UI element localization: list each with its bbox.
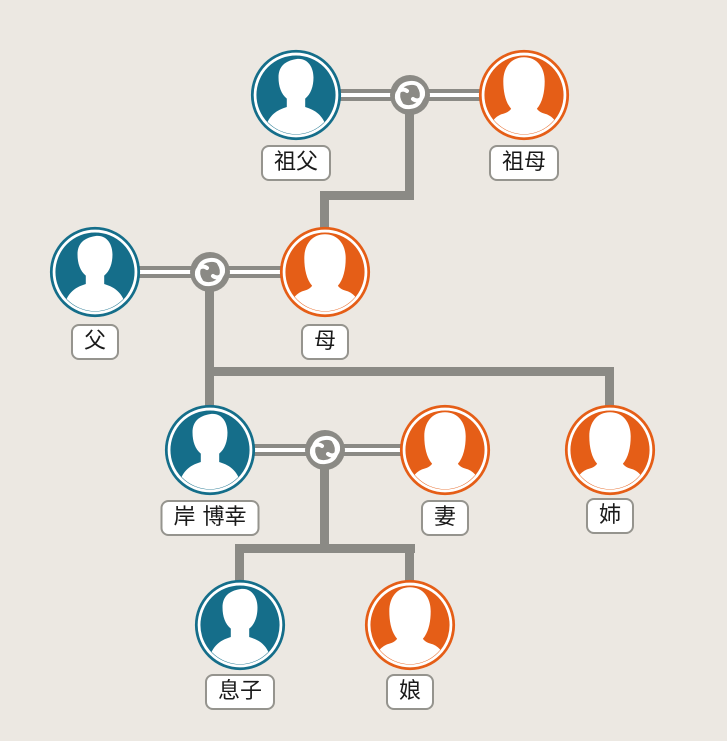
swirl-knot-icon [390,75,430,115]
person-node-son [194,579,286,671]
connector-children-bar [235,544,415,553]
connector-grandparents-down [405,112,414,200]
person-node-self [164,404,256,496]
connector-daughter-drop [405,544,414,583]
male-silhouette-icon [194,579,286,671]
person-node-father [49,226,141,318]
male-silhouette-icon [164,404,256,496]
connector-sister-drop [605,367,614,408]
person-label-sister: 姉 [585,498,635,534]
person-label-grandmother: 祖母 [488,145,560,181]
person-label-grandfather: 祖父 [260,145,332,181]
swirl-knot-icon [190,252,230,292]
female-silhouette-icon [279,226,371,318]
swirl-knot-icon [305,430,345,470]
person-label-daughter: 娘 [385,674,435,710]
marriage-line-self [250,444,310,456]
person-label-son: 息子 [204,674,276,710]
person-node-grandfather [250,49,342,141]
marriage-line-father [135,266,195,278]
marriage-knot-parents [190,252,230,292]
female-silhouette-icon [478,49,570,141]
marriage-line-grandmother [425,89,482,101]
person-label-father: 父 [70,324,120,360]
person-node-mother [279,226,371,318]
connector-parents-down [205,290,214,408]
connector-grandparents-elbow [320,191,414,200]
person-label-wife: 妻 [420,500,470,536]
person-node-sister [564,404,656,496]
person-node-wife [399,404,491,496]
male-silhouette-icon [250,49,342,141]
female-silhouette-icon [399,404,491,496]
marriage-line-grandfather [325,89,395,101]
person-node-grandmother [478,49,570,141]
person-label-self: 岸 博幸 [160,500,260,536]
marriage-knot-self-wife [305,430,345,470]
marriage-line-wife [340,444,405,456]
person-node-daughter [364,579,456,671]
male-silhouette-icon [49,226,141,318]
female-silhouette-icon [564,404,656,496]
connector-couple-down [320,466,329,553]
marriage-line-mother [225,266,285,278]
connector-siblings-bar [205,367,614,376]
female-silhouette-icon [364,579,456,671]
connector-son-drop [235,544,244,583]
connector-mother-drop [320,191,329,231]
person-label-mother: 母 [300,324,350,360]
marriage-knot-grandparents [390,75,430,115]
